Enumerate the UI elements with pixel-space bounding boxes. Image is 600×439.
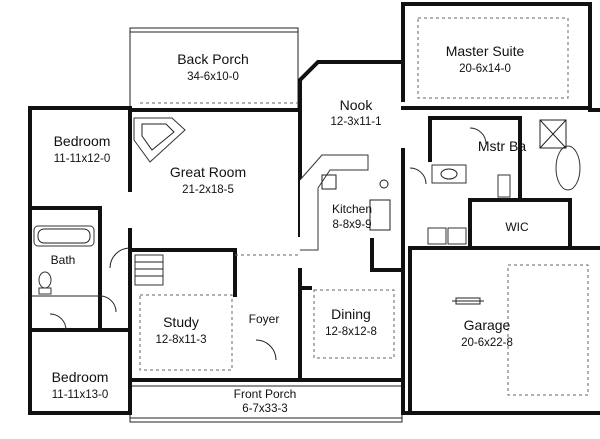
door-swings bbox=[49, 127, 487, 361]
great-room-name: Great Room bbox=[170, 164, 246, 180]
front-porch-dims: 6-7x33-3 bbox=[242, 403, 287, 415]
back-porch-name: Back Porch bbox=[177, 51, 249, 67]
master-tub-icon bbox=[539, 119, 581, 191]
kitchen-name: Kitchen bbox=[332, 202, 372, 216]
dining-name: Dining bbox=[331, 306, 371, 322]
foyer-name: Foyer bbox=[249, 312, 280, 326]
nook-dims: 12-3x11-1 bbox=[331, 116, 382, 128]
bedroom-top-name: Bedroom bbox=[54, 133, 111, 149]
nook-name: Nook bbox=[340, 97, 374, 113]
stairs-icon bbox=[134, 254, 164, 286]
dining-dims: 12-8x12-8 bbox=[325, 326, 377, 338]
kitchen-counter-icon bbox=[299, 154, 391, 251]
study-name: Study bbox=[163, 314, 199, 330]
vanity-icon bbox=[431, 164, 511, 198]
mstr-bath-name: Mstr Ba bbox=[478, 138, 526, 154]
fireplace-icon bbox=[133, 117, 186, 163]
car-icon bbox=[452, 297, 484, 305]
bathtub-icon bbox=[33, 225, 95, 247]
bath-name: Bath bbox=[51, 253, 76, 267]
master-suite-dims: 20-6x14-0 bbox=[459, 63, 511, 75]
laundry-icon bbox=[427, 227, 467, 245]
dashed-outlines bbox=[139, 17, 589, 396]
back-porch-dims: 34-6x10-0 bbox=[187, 71, 239, 83]
bedroom-bottom-dims: 11-11x13-0 bbox=[52, 389, 108, 401]
front-porch-name: Front Porch bbox=[234, 387, 297, 401]
bedroom-top-dims: 11-11x12-0 bbox=[54, 153, 110, 165]
toilet-icon bbox=[38, 271, 52, 295]
garage-name: Garage bbox=[464, 317, 511, 333]
wic-name: WIC bbox=[505, 220, 529, 234]
bedroom-bottom-name: Bedroom bbox=[52, 369, 109, 385]
great-room-dims: 21-2x18-5 bbox=[182, 184, 234, 196]
study-dims: 12-8x11-3 bbox=[156, 334, 207, 346]
interior-walls bbox=[28, 106, 592, 382]
kitchen-dims: 8-8x9-9 bbox=[333, 219, 372, 231]
master-suite-name: Master Suite bbox=[446, 43, 525, 59]
back-porch-outline bbox=[129, 27, 300, 108]
garage-dims: 20-6x22-8 bbox=[461, 337, 513, 349]
